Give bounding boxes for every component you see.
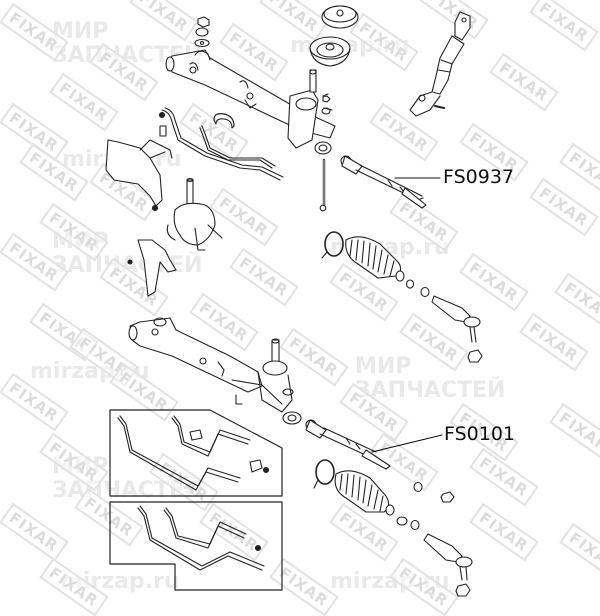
jam-nut-upper [405, 279, 430, 298]
steering-rack-line-art [105, 5, 483, 597]
pressure-lines-kit-box-1 [109, 409, 283, 497]
outer-tie-rod-end-lower [423, 533, 473, 597]
long-bolt [319, 158, 327, 212]
boot-clamp-upper [321, 231, 344, 259]
pressure-lines-upper [158, 107, 284, 181]
steering-rack-housing-lower [128, 317, 302, 425]
rack-clamp-bushing [213, 113, 235, 129]
pinion-valve-assembly [166, 177, 223, 251]
heat-shield-bracket [105, 139, 173, 212]
reservoir-cap [321, 5, 359, 29]
steering-rack-housing-upper [165, 49, 336, 155]
part-label-fs0937: FS0937 [443, 166, 515, 188]
jam-nut-lower [396, 481, 455, 531]
inner-tie-rod-upper [340, 155, 427, 209]
nut-washer-stack-upper [194, 16, 210, 48]
intermediate-steering-shaft [409, 11, 471, 117]
leader-line-fs0101 [371, 434, 443, 453]
part-label-fs0101: FS0101 [444, 423, 516, 445]
boot-clamp-lower [313, 459, 335, 489]
outer-tie-rod-end-upper [431, 295, 483, 363]
mounting-bracket-shield [127, 239, 177, 297]
pressure-lines-kit-box-2 [109, 501, 283, 591]
inner-tie-rod-lower [305, 419, 391, 470]
bellows-boot-upper [345, 236, 405, 282]
bellows-boot-lower [334, 470, 395, 516]
reservoir-body [309, 36, 351, 67]
